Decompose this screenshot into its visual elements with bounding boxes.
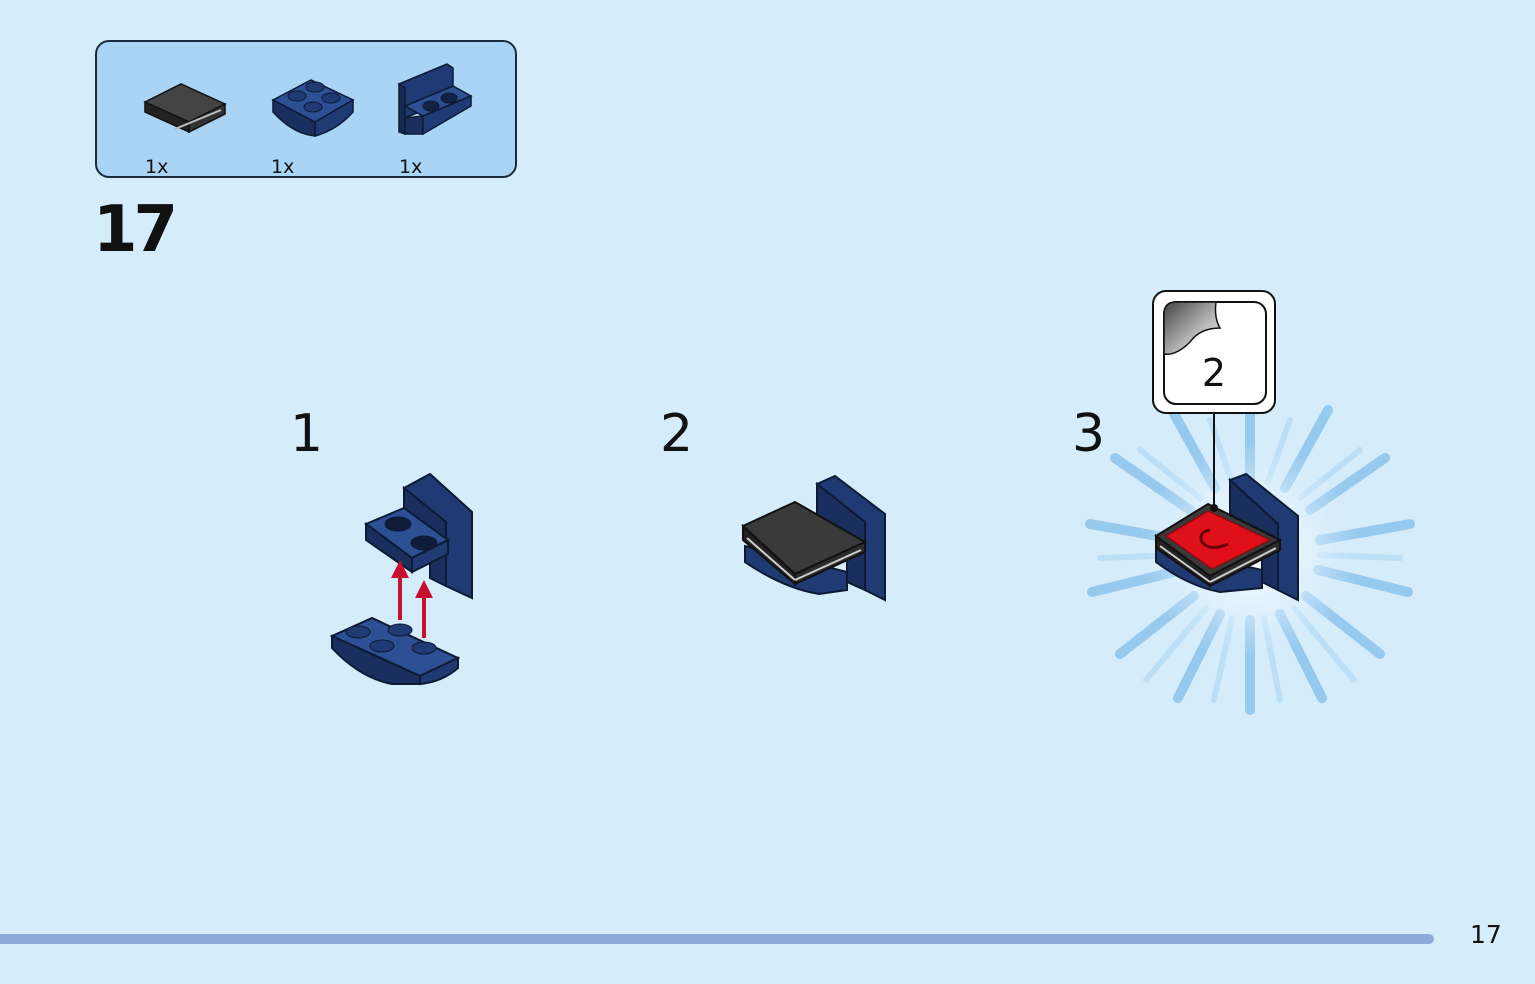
bracket-plate-blue-icon bbox=[398, 63, 473, 136]
parts-list-box: 1x 1x 1x bbox=[95, 40, 517, 178]
part-item-bracket: 1x bbox=[395, 60, 505, 178]
sub-step-number-3: 3 bbox=[1072, 404, 1106, 464]
page-number: 17 bbox=[1470, 920, 1502, 949]
inverted-slope-plate-blue-icon bbox=[271, 79, 355, 137]
sub-step-number-1: 1 bbox=[290, 404, 324, 464]
sub-step-3-illustration bbox=[1085, 385, 1415, 715]
part-item-inverted-slope: 1x bbox=[267, 60, 377, 178]
footer-divider bbox=[0, 934, 1434, 944]
part-quantity: 1x bbox=[399, 156, 423, 178]
part-item-tile: 1x bbox=[137, 60, 247, 178]
tile-2x2-black-icon bbox=[143, 83, 227, 134]
sticker-number: 2 bbox=[1201, 351, 1227, 395]
step-number: 17 bbox=[93, 193, 178, 267]
sticker-callout: 2 bbox=[1152, 290, 1276, 414]
sub-step-2-illustration bbox=[741, 474, 886, 602]
sticker-sheet-icon bbox=[1163, 301, 1267, 405]
red-sticker bbox=[1164, 510, 1272, 570]
part-quantity: 1x bbox=[271, 156, 295, 178]
sub-step-1-illustration bbox=[329, 472, 473, 686]
sub-step-number-2: 2 bbox=[660, 404, 694, 464]
part-quantity: 1x bbox=[145, 156, 169, 178]
